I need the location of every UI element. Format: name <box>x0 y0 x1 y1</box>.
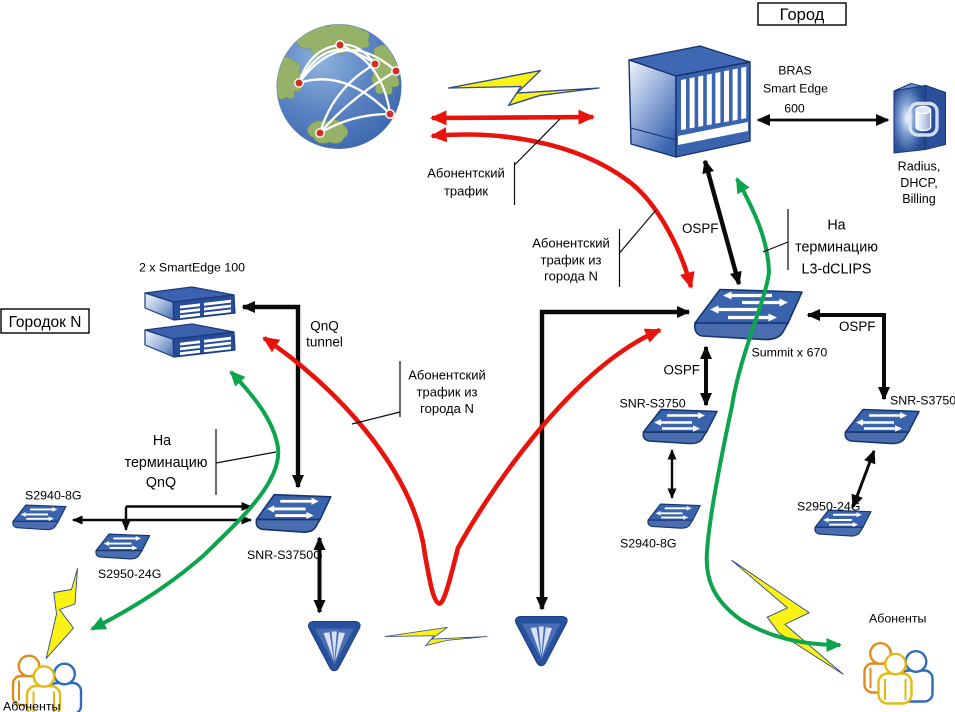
svg-text:SNR-S3750G: SNR-S3750G <box>247 548 323 562</box>
svg-text:Radius,: Radius, <box>898 160 941 174</box>
svg-text:Абонентский: Абонентский <box>408 368 485 383</box>
svg-text:Город: Город <box>780 6 825 24</box>
svg-text:OSPF: OSPF <box>664 363 700 378</box>
svg-text:Абонентский: Абонентский <box>532 236 609 251</box>
svg-text:трафик из: трафик из <box>541 253 602 268</box>
svg-text:OSPF: OSPF <box>682 221 718 236</box>
svg-text:2 x SmartEdge 100: 2 x SmartEdge 100 <box>139 261 245 275</box>
svg-text:На: На <box>153 433 171 449</box>
svg-text:600: 600 <box>784 102 805 116</box>
svg-text:Billing: Billing <box>902 192 936 206</box>
svg-text:DHCP,: DHCP, <box>900 176 938 190</box>
svg-text:S2940-8G: S2940-8G <box>25 489 81 503</box>
svg-text:трафик из: трафик из <box>417 385 478 400</box>
svg-text:tunnel: tunnel <box>306 335 343 350</box>
svg-text:S2950-24G: S2950-24G <box>797 500 860 514</box>
svg-text:S2940-8G: S2940-8G <box>620 537 676 551</box>
svg-text:SNR-S3750: SNR-S3750 <box>890 394 955 408</box>
svg-text:трафик: трафик <box>444 184 488 199</box>
svg-text:Абоненты: Абоненты <box>869 612 927 626</box>
svg-text:терминацию: терминацию <box>125 455 208 471</box>
svg-text:QnQ: QnQ <box>310 319 339 334</box>
svg-text:L3-dCLIPS: L3-dCLIPS <box>802 262 872 278</box>
svg-text:OSPF: OSPF <box>839 319 875 334</box>
svg-text:Городок N: Городок N <box>9 314 82 331</box>
svg-text:Абоненты: Абоненты <box>3 700 61 712</box>
svg-text:На: На <box>827 218 845 234</box>
svg-text:города N: города N <box>544 269 598 284</box>
svg-text:города N: города N <box>420 401 474 416</box>
svg-text:Smart Edge: Smart Edge <box>763 82 828 96</box>
svg-text:Summit x 670: Summit x 670 <box>752 346 828 360</box>
svg-text:QnQ: QnQ <box>146 475 176 491</box>
svg-text:SNR-S3750: SNR-S3750 <box>620 397 686 411</box>
svg-text:Абонентский: Абонентский <box>427 166 504 181</box>
svg-text:BRAS: BRAS <box>778 64 812 78</box>
svg-text:терминацию: терминацию <box>795 240 878 256</box>
svg-text:S2950-24G: S2950-24G <box>98 567 161 581</box>
